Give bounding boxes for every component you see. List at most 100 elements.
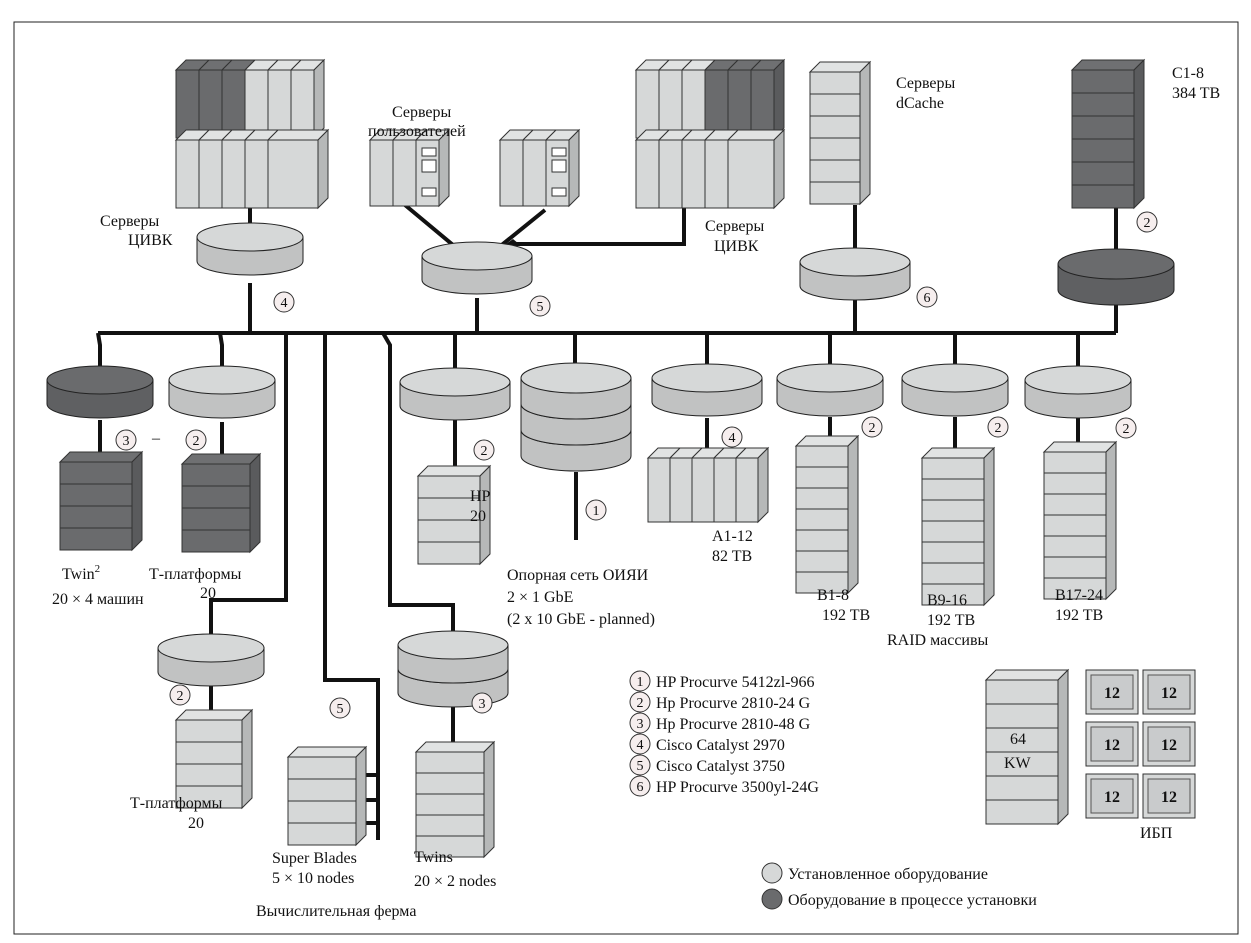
svg-text:2: 2 (177, 689, 184, 704)
switch-2-tplat (168, 365, 276, 419)
svg-text:2: 2 (869, 421, 876, 436)
tplat-b-label-1: Т-платформы (130, 795, 223, 812)
ups-kw-label-2: KW (1004, 755, 1032, 772)
svg-text:1: 1 (593, 504, 600, 519)
twins-label-1: Twins (414, 849, 453, 866)
switch-dark-top (1057, 248, 1175, 306)
installed-swatch-icon (761, 862, 783, 884)
twin-nodes (58, 450, 144, 552)
tplat-label-2: 20 (200, 585, 216, 602)
badge-b1: 1 (585, 499, 607, 521)
backbone-label-1: Опорная сеть ОИЯИ (507, 567, 649, 584)
badge-b4: 4 (721, 426, 743, 448)
b1724-label-2: 192 TB (1055, 607, 1103, 624)
switch-1-core (520, 362, 632, 472)
ups-cell: 12 (1085, 721, 1139, 767)
civk-right-label-1: Серверы (705, 218, 765, 235)
installing-swatch-icon (761, 888, 783, 910)
civk-left-label-1: Серверы (100, 213, 160, 230)
storage-stacks (58, 58, 1146, 859)
twins-nodes (414, 740, 496, 859)
civk-right-bottom-racks (634, 128, 786, 210)
server-slot (551, 187, 567, 197)
svg-text:4: 4 (637, 738, 644, 753)
link-civk-right-switch5 (512, 200, 686, 246)
b18-label-1: B1-8 (817, 587, 849, 604)
link-bus-switch3b (381, 331, 455, 635)
server-slot (551, 147, 567, 157)
svg-text:12: 12 (1161, 685, 1177, 702)
legend-badge-icon (629, 691, 651, 713)
tplat-nodes (180, 452, 262, 554)
device-legend-label: HP Procurve 5412zl-966 (656, 674, 815, 691)
raid-label: RAID массивы (887, 632, 989, 649)
civk-left-label-2: ЦИВК (128, 232, 173, 249)
super-blades (286, 745, 368, 847)
switch-2-hp (399, 367, 511, 421)
device-legend-label: Hp Procurve 2810-24 G (656, 695, 811, 712)
link-bus-blades (323, 333, 380, 840)
switch-2-b1724 (1024, 365, 1132, 419)
dcache-label-2: dCache (896, 95, 944, 112)
blades-label-2: 5 × 10 nodes (272, 870, 354, 887)
device-legend-item: 2 Hp Procurve 2810-24 G (629, 691, 811, 713)
ups-cell: 12 (1142, 773, 1196, 819)
svg-text:12: 12 (1161, 737, 1177, 754)
b916-label-1: B9-16 (927, 592, 967, 609)
ups-kw-label-1: 64 (1010, 731, 1026, 748)
legend-badge-icon (629, 775, 651, 797)
legend-badge-icon (629, 712, 651, 734)
device-legend-label: Hp Procurve 2810-48 G (656, 716, 811, 733)
badge-b3: 3 (115, 429, 137, 451)
legend-badge-icon (629, 670, 651, 692)
badge-b4: 4 (273, 291, 295, 313)
svg-text:5: 5 (337, 702, 344, 717)
switch-4-storage (651, 363, 763, 417)
tplat-label-1: Т-платформы (149, 566, 242, 583)
backbone-label-2: 2 × 1 GbE (507, 589, 573, 606)
ups-unit (984, 668, 1070, 826)
civk-right-top-racks (634, 58, 786, 140)
c18-label-1: C1-8 (1172, 65, 1204, 82)
civk-left-top-racks (174, 58, 326, 140)
switch-2-tplat-b (157, 633, 265, 687)
b916-label-2: 192 TB (927, 612, 975, 629)
svg-text:12: 12 (1104, 789, 1120, 806)
server-slot (551, 159, 567, 173)
ups-cell: 12 (1085, 773, 1139, 819)
badge-b2: 2 (185, 429, 207, 451)
svg-text:3: 3 (479, 697, 486, 712)
link-bus-switch2c (209, 333, 288, 640)
civk-right-label-2: ЦИВК (714, 238, 759, 255)
badge-b2: 2 (473, 439, 495, 461)
switch-5-users (421, 241, 533, 295)
svg-text:6: 6 (637, 780, 644, 795)
badge-b2: 2 (169, 684, 191, 706)
hp-label-2: 20 (470, 508, 486, 525)
user-servers-left (368, 128, 451, 208)
a112-label-2: 82 TB (712, 548, 752, 565)
badge-b2: 2 (1136, 211, 1158, 233)
storage-b18 (794, 434, 860, 595)
twin-label-2: 20 × 4 машин (52, 591, 144, 608)
hp-nodes (416, 464, 492, 566)
svg-text:2: 2 (637, 696, 644, 711)
text-labels: Серверы пользователей Серверы ЦИВК Серве… (52, 65, 1220, 920)
blades-label-1: Super Blades (272, 850, 357, 867)
tplat-b-nodes (174, 708, 254, 810)
server-racks (174, 58, 786, 524)
badge-b2: 2 (987, 416, 1009, 438)
hp-label-1: HP (470, 488, 491, 505)
ups-cell: 12 (1142, 721, 1196, 767)
storage-b916 (920, 446, 996, 607)
switch-3-twins (397, 630, 509, 708)
dcache-servers (808, 60, 872, 206)
ups-cell: 12 (1085, 669, 1139, 715)
